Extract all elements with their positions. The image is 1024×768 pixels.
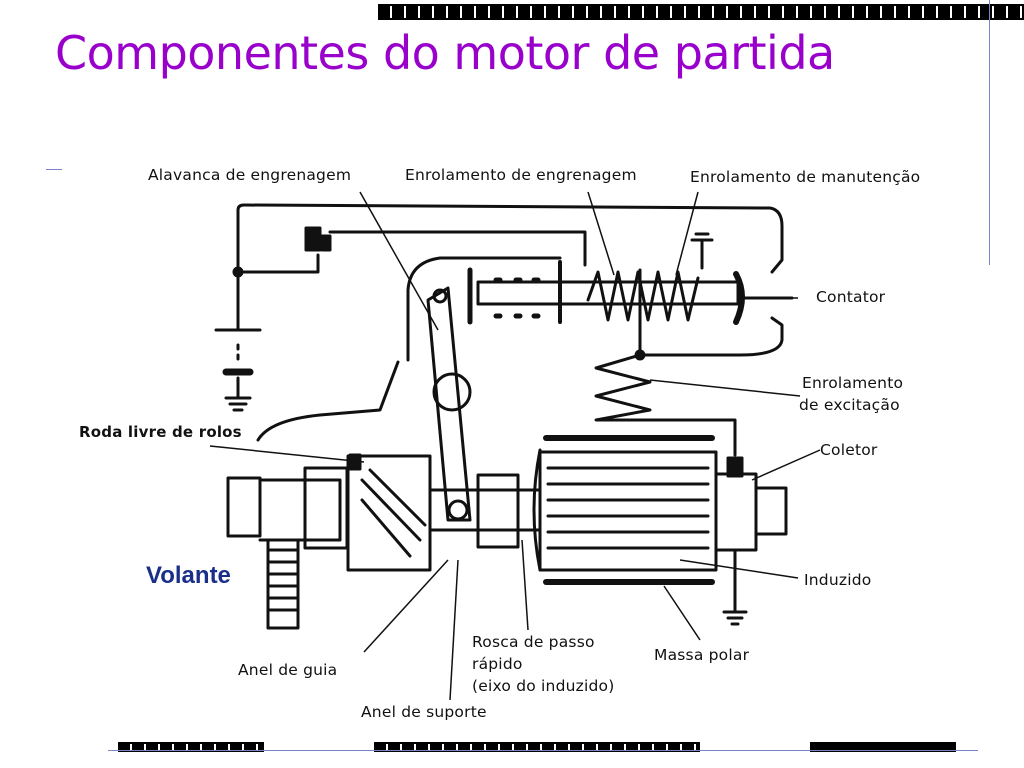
slide-title: Componentes do motor de partida <box>55 26 835 80</box>
label-rosca-2: rápido <box>472 655 523 673</box>
label-rosca-3: (eixo do induzido) <box>472 677 615 695</box>
label-enrolamento-excitacao-1: Enrolamento <box>802 374 904 392</box>
label-anel-suporte: Anel de suporte <box>361 703 487 721</box>
label-enrolamento-engrenagem: Enrolamento de engrenagem <box>405 166 637 184</box>
label-alavanca: Alavanca de engrenagem <box>148 166 352 184</box>
bottom-dash-bar-3 <box>810 742 956 752</box>
label-rosca-1: Rosca de passo <box>472 633 595 651</box>
left-guide-tick <box>46 169 62 170</box>
label-induzido: Induzido <box>804 571 872 589</box>
label-enrolamento-excitacao-2: de excitação <box>799 396 900 414</box>
label-anel-guia: Anel de guia <box>238 661 338 679</box>
label-roda-livre: Roda livre de rolos <box>79 423 242 441</box>
top-dash-bar <box>378 4 1024 20</box>
label-coletor: Coletor <box>820 441 878 459</box>
bottom-dash-bar-2 <box>374 742 700 752</box>
bottom-guide-line <box>108 750 978 751</box>
label-massa-polar: Massa polar <box>654 646 750 664</box>
right-guide-line <box>989 0 990 265</box>
bottom-dash-bar-1 <box>118 742 264 752</box>
label-contator: Contator <box>816 288 886 306</box>
label-volante: Volante <box>146 562 231 589</box>
label-enrolamento-manutencao: Enrolamento de manutenção <box>690 168 921 186</box>
